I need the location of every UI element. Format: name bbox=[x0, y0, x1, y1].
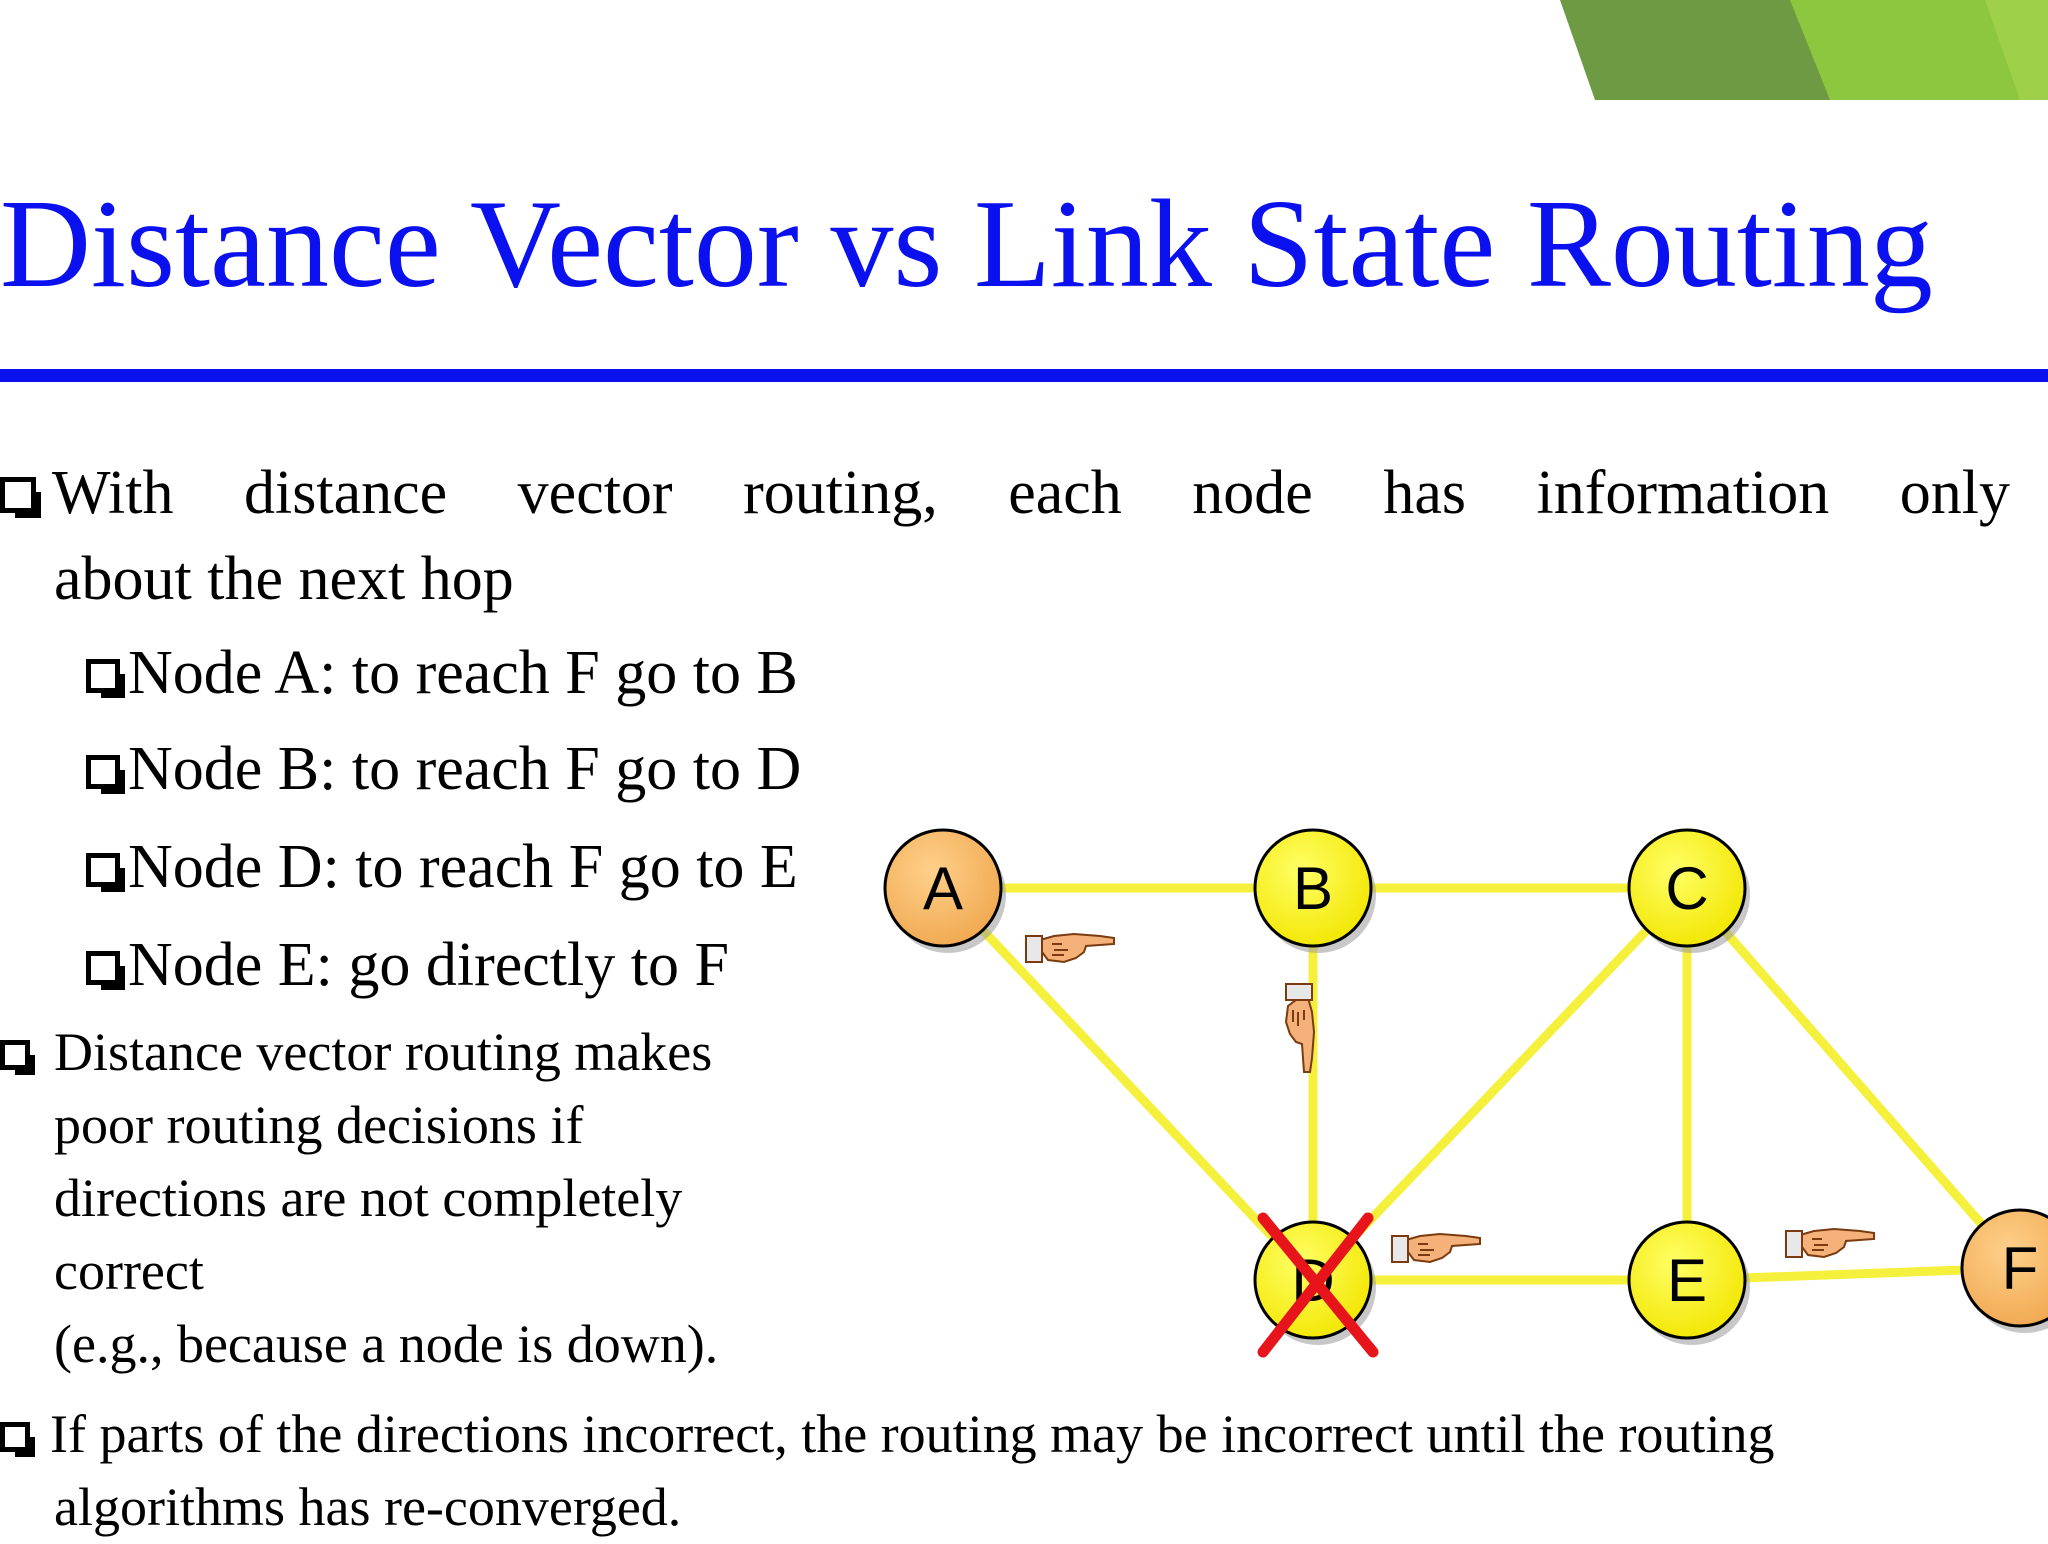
network-links bbox=[939, 883, 2024, 1285]
sub-item-node-b: Node B: to reach F go to D bbox=[86, 726, 801, 812]
bullet-poor-decisions-marker bbox=[0, 1016, 50, 1089]
link-A-D bbox=[939, 884, 1317, 1284]
link-C-F bbox=[1683, 885, 2024, 1271]
pointing-hand-icon bbox=[1391, 1233, 1481, 1263]
bullet-intro: With distance vector routing, each node … bbox=[0, 450, 2010, 536]
sub-item-node-d: Node D: to reach F go to E bbox=[86, 824, 798, 910]
node-f: F bbox=[1960, 1208, 2048, 1333]
pointing-hand-icon bbox=[1785, 1228, 1875, 1258]
next-hop-pointers bbox=[1025, 933, 1875, 1263]
node-a: A bbox=[883, 828, 1006, 953]
sub-item-node-a: Node A: to reach F go to B bbox=[86, 630, 798, 716]
node-circle bbox=[883, 828, 1003, 948]
sub-item-text: Node D: to reach F go to E bbox=[128, 833, 798, 901]
bullet-poor-decisions-text: Distance vector routing makes poor routi… bbox=[54, 1022, 719, 1374]
bullet-incorrect-directions: If parts of the directions incorrect, th… bbox=[0, 1398, 1774, 1471]
bullet-incorrect-text: If parts of the directions incorrect, th… bbox=[50, 1404, 1775, 1464]
red-x-mark-icon bbox=[1257, 1212, 1379, 1358]
network-nodes: ABCDEF bbox=[883, 828, 2048, 1345]
node-label: F bbox=[2002, 1235, 2039, 1302]
sub-item-text: Node A: to reach F go to B bbox=[128, 639, 798, 707]
bullet-incorrect-continuation: algorithms has re-converged. bbox=[54, 1477, 682, 1537]
sub-item-text: Node B: to reach F go to D bbox=[128, 735, 802, 803]
node-label: B bbox=[1293, 855, 1333, 922]
node-circle bbox=[1627, 1220, 1747, 1340]
sub-item-text: Node E: go directly to F bbox=[128, 931, 729, 999]
slide-title: Distance Vector vs Link State Routing bbox=[0, 175, 1933, 314]
node-label: A bbox=[923, 855, 963, 922]
x-stroke bbox=[1257, 1212, 1374, 1358]
node-label: C bbox=[1665, 855, 1708, 922]
pointing-hand-icon bbox=[1285, 983, 1315, 1073]
link-C-D bbox=[1309, 884, 1691, 1284]
banner-edge-stripe bbox=[1985, 0, 2048, 100]
pointing-hand-icon bbox=[1025, 933, 1115, 963]
bullet-intro-text: With distance vector routing, each node … bbox=[52, 459, 2010, 527]
bullet-intro-continuation: about the next hop bbox=[54, 545, 514, 613]
banner-light-stripe bbox=[1790, 0, 2048, 100]
node-circle bbox=[1960, 1208, 2048, 1328]
node-circle bbox=[1253, 828, 1373, 948]
node-b: B bbox=[1253, 828, 1376, 953]
node-e: E bbox=[1627, 1220, 1750, 1345]
sub-item-node-e: Node E: go directly to F bbox=[86, 922, 729, 1008]
node-c: C bbox=[1627, 828, 1750, 953]
node-circle bbox=[1627, 828, 1747, 948]
node-label: E bbox=[1667, 1247, 1707, 1314]
corner-banner bbox=[1560, 0, 2048, 100]
title-underline bbox=[0, 369, 2048, 382]
